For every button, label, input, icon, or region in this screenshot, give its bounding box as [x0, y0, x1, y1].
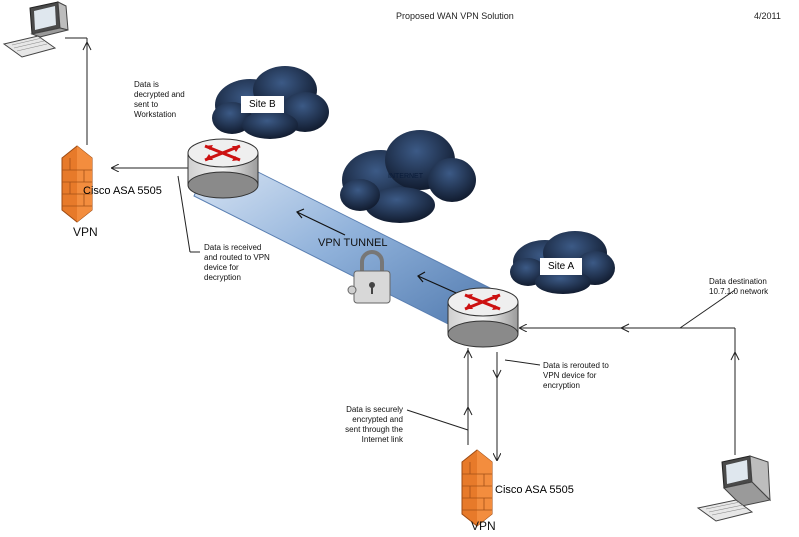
diagram-title: Proposed WAN VPN Solution: [396, 11, 514, 21]
firewall-asa-top: [61, 145, 93, 223]
site-b-label: Site B: [241, 96, 284, 113]
line-rerouted-note: [504, 359, 541, 366]
internet-label: INTERNET: [388, 173, 423, 180]
note-rerouted: Data is rerouted to VPN device for encry…: [543, 361, 609, 390]
note-destination: Data destination 10.7.1.0 network: [709, 277, 769, 296]
workstation-bottom-icon: [696, 455, 772, 522]
router-site-b: [187, 138, 259, 199]
site-a-label: Site A: [540, 258, 583, 275]
note-encrypted: Data is securely encrypted and sent thro…: [345, 405, 403, 444]
padlock-icon: [347, 250, 391, 304]
diagram-date: 4/2011: [754, 11, 781, 21]
asa-bottom-label: Cisco ASA 5505: [495, 484, 574, 496]
note-decrypted: Data is decrypted and sent to Workstatio…: [134, 80, 185, 119]
line-notes-received: [177, 175, 191, 253]
tunnel-arrow-lower: [417, 271, 464, 297]
asa-top-label: Cisco ASA 5505: [83, 185, 162, 197]
firewall-asa-bottom: [461, 449, 493, 527]
vpn-bottom-label: VPN: [471, 519, 496, 533]
vpn-top-label: VPN: [73, 225, 98, 239]
tunnel-arrow-upper: [296, 208, 346, 236]
workstation-top-icon: [2, 1, 69, 58]
line-destination-branch: [679, 289, 736, 329]
note-received: Data is received and routed to VPN devic…: [204, 243, 270, 282]
vpn-tunnel-label: VPN TUNNEL: [318, 237, 388, 249]
cloud-internet: [340, 130, 476, 223]
router-site-a: [447, 287, 519, 348]
line-encrypted-note: [406, 409, 469, 431]
